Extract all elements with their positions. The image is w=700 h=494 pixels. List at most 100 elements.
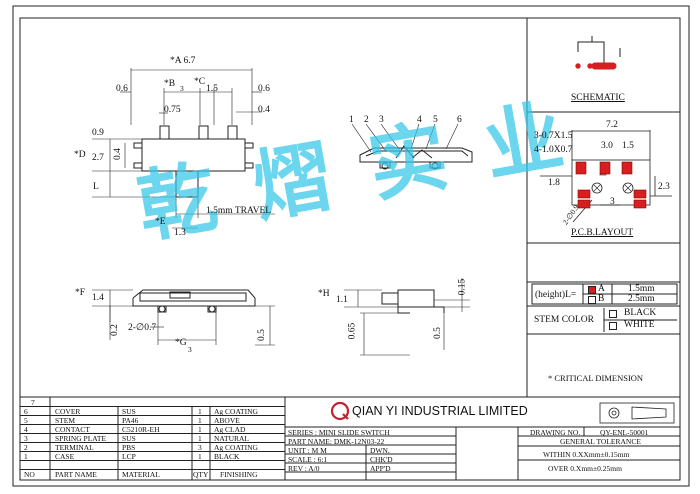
height-a-value: 1.5mm <box>628 284 655 294</box>
bom-cell: 1 <box>198 434 202 443</box>
dim-c: *C <box>194 77 206 87</box>
dim-06-right: 0.6 <box>258 84 270 94</box>
pcb-dim-4x10x07: 4-1.0X0.7 <box>534 145 573 155</box>
dim-015: 0.15 <box>457 278 468 296</box>
unit: UNIT : M M <box>288 446 327 455</box>
bom-cell: 1 <box>24 452 28 461</box>
callout-2: 2 <box>364 115 369 125</box>
dim-h: *H <box>318 289 330 299</box>
dim-e: *E <box>155 217 166 227</box>
height-b-code: B <box>598 294 605 304</box>
dim-g-sub: 3 <box>188 345 192 354</box>
bom-row-7-no: 7 <box>31 398 35 407</box>
bom-cell: 1 <box>198 416 202 425</box>
height-a-code: A <box>598 284 605 294</box>
tolerance-over: OVER 0.Xmm±0.25mm <box>548 464 622 473</box>
company-name: QIAN YI INDUSTRIAL LIMITED <box>352 404 528 418</box>
bom-cell: C5210R-EH <box>122 425 160 434</box>
bom-header-material: MATERIAL <box>122 470 160 479</box>
bom-cell: SPRING PLATE <box>55 434 107 443</box>
height-b-checkbox[interactable] <box>588 296 596 304</box>
height-a-checkbox[interactable] <box>588 286 596 294</box>
bom-cell: 1 <box>198 407 202 416</box>
bom-cell: ABOVE <box>214 416 240 425</box>
dim-c-val: 1.5 <box>206 84 218 94</box>
bom-cell: 6 <box>24 407 28 416</box>
bom-cell: PA46 <box>122 416 139 425</box>
scale: SCALE : 6:1 <box>288 455 328 464</box>
bom-cell: NATURAL <box>214 434 249 443</box>
bom-cell: COVER <box>55 407 81 416</box>
dim-11: 1.1 <box>336 295 348 305</box>
bom-cell: STEM <box>55 416 76 425</box>
bom-header-no: NO <box>24 470 35 479</box>
pcb-dim-18: 1.8 <box>548 178 560 188</box>
dim-b: *B <box>164 79 176 89</box>
drawing-no: QY-ENL-50001 <box>600 428 649 437</box>
stem-color-label: STEM COLOR <box>534 315 594 325</box>
bom-header-part-name: PART NAME <box>55 470 97 479</box>
stem-white-checkbox[interactable] <box>609 322 617 330</box>
bom-cell: TERMINAL <box>55 443 94 452</box>
stem-black-checkbox[interactable] <box>609 310 617 318</box>
dim-04-left: 0.4 <box>112 148 123 160</box>
dim-b-sub: 3 <box>180 84 184 93</box>
general-tolerance: GENERAL TOLERANCE <box>560 437 641 446</box>
bom-cell: CONTACT <box>55 425 90 434</box>
series: SERIES : MINI SLIDE SWITCH <box>288 428 390 437</box>
dim-075: 0.75 <box>164 105 181 115</box>
critical-note: * CRITICAL DIMENSION <box>548 373 644 383</box>
bom-cell: 3 <box>24 434 28 443</box>
bom-cell: Ag COATING <box>214 443 258 452</box>
pcb-dim-23: 2.3 <box>658 182 670 192</box>
pcb-dim-3: 3 <box>610 197 615 207</box>
stem-black-label: BLACK <box>624 308 657 318</box>
appd: APP'D <box>370 464 391 473</box>
callout-6: 6 <box>457 115 462 125</box>
pcb-dim-30: 3.0 <box>601 141 613 151</box>
pcb-dim-15: 1.5 <box>622 141 634 151</box>
dim-l: L <box>93 182 99 192</box>
callout-4: 4 <box>417 115 422 125</box>
bom-cell: PBS <box>122 443 136 452</box>
rev: REV : A/0 <box>288 464 320 473</box>
stem-white-label: WHITE <box>624 320 655 330</box>
dim-06-left: 0.6 <box>116 84 128 94</box>
tolerance-within: WITHIN 0.XXmm±0.15mm <box>543 450 630 459</box>
bom-cell: 1 <box>198 425 202 434</box>
height-b-value: 2.5mm <box>628 294 655 304</box>
dim-14: 1.4 <box>92 293 104 303</box>
bom-cell: CASE <box>55 452 75 461</box>
dim-g: *G <box>175 338 187 348</box>
bom-cell: BLACK <box>214 452 240 461</box>
schematic-title: SCHEMATIC <box>571 93 625 103</box>
bom-cell: LCP <box>122 452 136 461</box>
dim-02: 0.2 <box>109 324 120 336</box>
dim-05-front: 0.5 <box>256 329 267 341</box>
dim-27: 2.7 <box>92 153 104 163</box>
bom-cell: 4 <box>24 425 28 434</box>
bom-cell: 5 <box>24 416 28 425</box>
travel-label: 1.5mm TRAVEL <box>206 206 272 216</box>
dim-a: *A 6.7 <box>170 56 196 66</box>
chkd: CHK'D <box>370 455 393 464</box>
bom-cell: SUS <box>122 407 136 416</box>
callout-1: 1 <box>349 115 354 125</box>
callout-3: 3 <box>379 115 384 125</box>
dim-05-end: 0.5 <box>432 327 443 339</box>
bom-header-finishing: FINISHING <box>220 470 258 479</box>
part-name: PART NAME: DMK-12N03-22 <box>288 437 385 446</box>
pcb-title: P.C.B.LAYOUT <box>571 228 634 238</box>
bom-cell: Ag COATING <box>214 407 258 416</box>
pcb-dim-3x07x15: 3-0.7X1.5 <box>534 131 573 141</box>
dim-2x07: 2-∅0.7 <box>128 323 157 333</box>
dim-04-right: 0.4 <box>258 105 270 115</box>
dim-d: *D <box>74 150 86 160</box>
dim-09: 0.9 <box>92 128 104 138</box>
bom-header-qty: QTY <box>193 470 209 479</box>
bom-cell: 3 <box>198 443 202 452</box>
bom-cell: Ag CLAD <box>214 425 246 434</box>
bom-cell: 1 <box>198 452 202 461</box>
height-label: (height)L= <box>535 290 577 300</box>
